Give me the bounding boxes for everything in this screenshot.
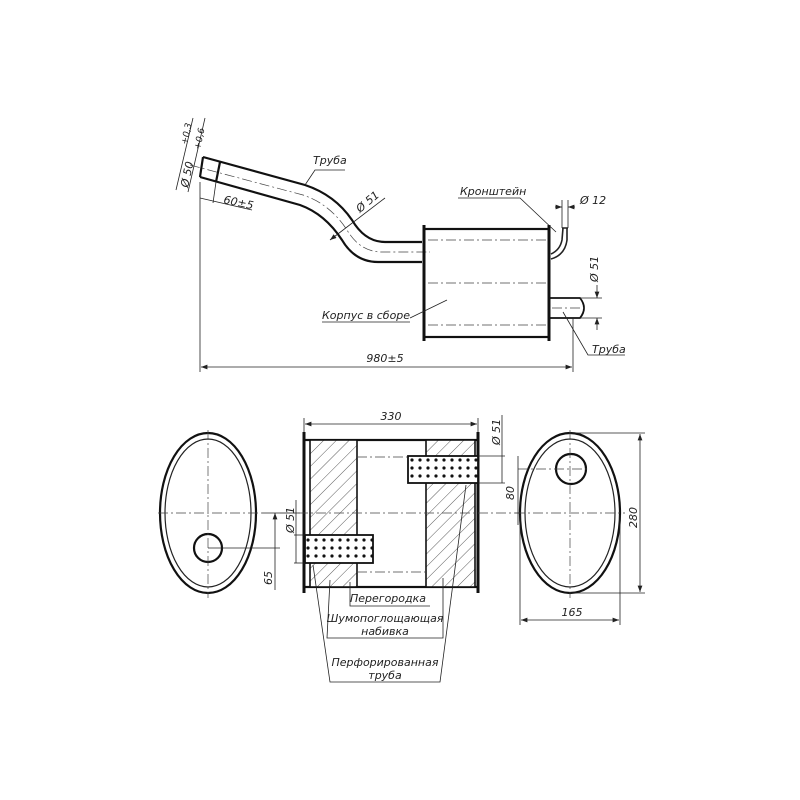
perforated-pipe-top: [407, 455, 479, 484]
absorbent-label-1: Шумопоглощающая: [327, 612, 444, 625]
perforated-label-2: труба: [368, 669, 402, 682]
pipe-label: Труба: [313, 154, 347, 167]
right-end-view: 80 280 165: [504, 430, 645, 625]
overall-length: 980±5: [366, 352, 403, 365]
body-label: Корпус в сборе: [322, 309, 410, 322]
perforated-pipe-bottom: [304, 534, 374, 564]
outlet-label: Труба: [592, 343, 626, 356]
perforated-label-1: Перфорированная: [332, 656, 439, 669]
inlet-diameter: Ø 50: [178, 160, 196, 189]
outlet-diameter: Ø 51: [588, 256, 601, 283]
section-view: 330 Ø 51 Ø 51 Перегородка Шумопоглощающа…: [280, 410, 520, 683]
section-height: 280: [627, 507, 640, 528]
inlet-tolerance-lower: +0,3: [180, 122, 194, 146]
bracket-label: Кронштейн: [460, 185, 526, 198]
section-width: 165: [562, 606, 583, 619]
left-offset: 65: [262, 571, 275, 585]
top-pipe-diameter: Ø 51: [490, 419, 503, 446]
right-offset: 80: [504, 486, 517, 500]
bracket-diameter: Ø 12: [579, 194, 606, 207]
inlet-length: 60±5: [222, 193, 254, 212]
bracket: [550, 227, 568, 260]
baffle-label: Перегородка: [350, 592, 426, 605]
left-end-view: 65: [158, 430, 300, 598]
section-length: 330: [381, 410, 402, 423]
absorbent-left: [309, 439, 358, 588]
left-pipe-diameter: Ø 51: [284, 507, 297, 534]
absorbent-label-2: набивка: [361, 625, 409, 638]
muffler-body: [422, 225, 551, 341]
top-view: Труба Ø 51 Кронштейн Ø 12 Ø 51 Корпус в …: [175, 117, 626, 372]
inlet-tolerance-upper: +0,6: [193, 127, 207, 151]
inlet-pipe: [189, 155, 430, 264]
